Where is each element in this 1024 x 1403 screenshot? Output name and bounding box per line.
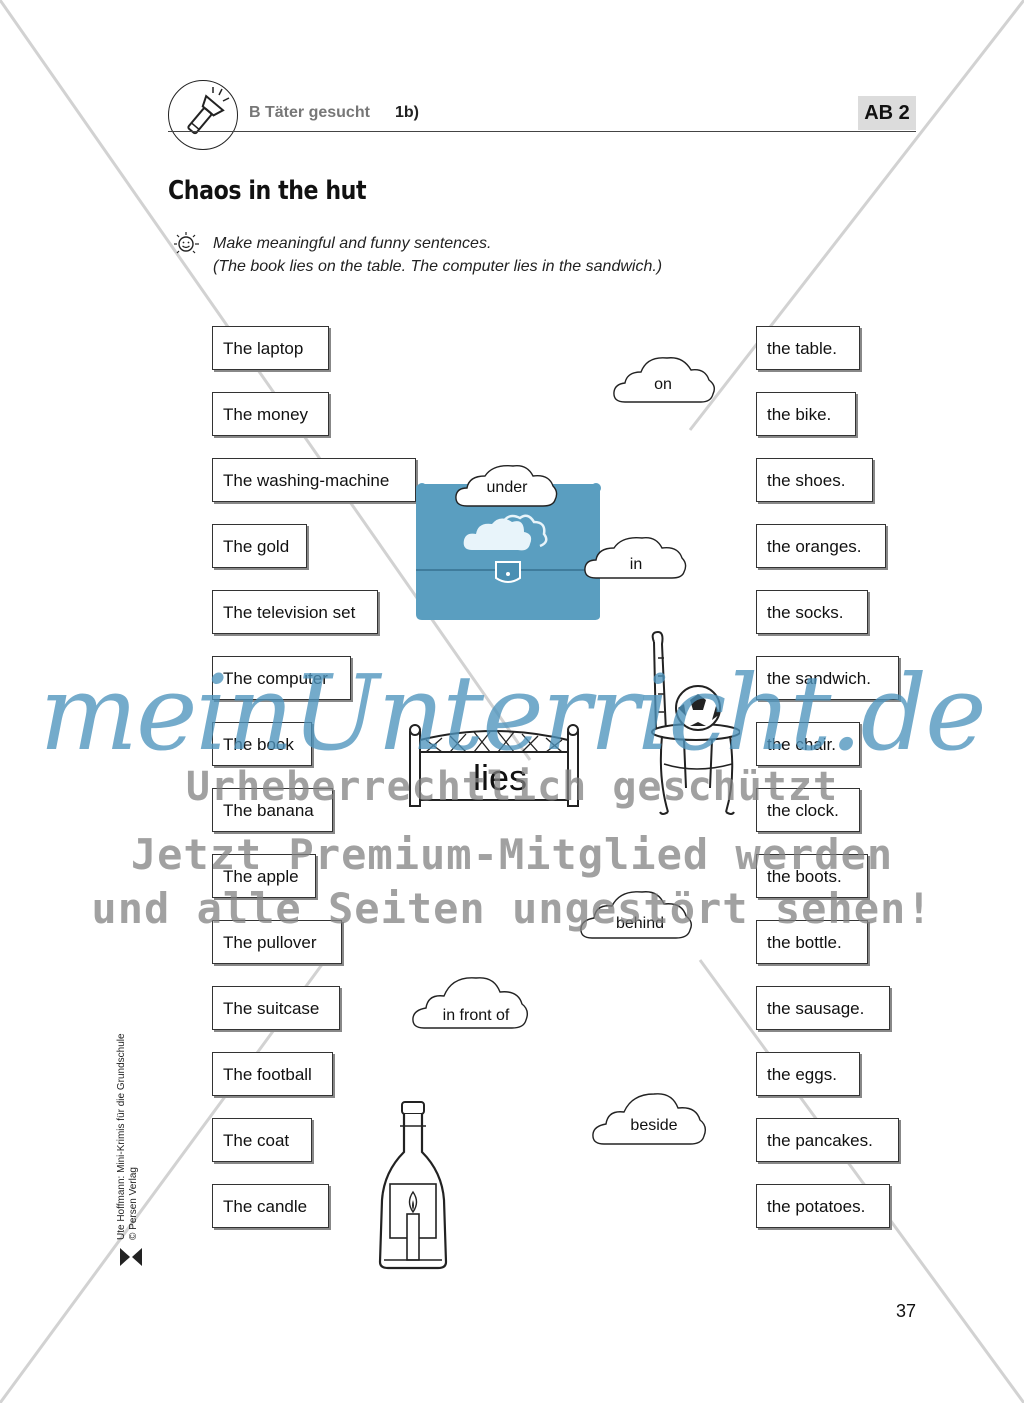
subject-card[interactable]: The book bbox=[212, 722, 312, 766]
credit-line-2: © Persen Verlag bbox=[128, 1167, 139, 1240]
subject-card[interactable]: The pullover bbox=[212, 920, 342, 964]
cloud-in-front-of[interactable]: in front of bbox=[410, 968, 536, 1036]
preposition-in-front-of: in front of bbox=[443, 1007, 510, 1024]
watermark-line-1: Urheberrechtlich geschützt bbox=[185, 764, 839, 810]
subject-card[interactable]: The banana bbox=[212, 788, 333, 832]
chair-with-football-icon bbox=[651, 630, 740, 815]
cloud-behind[interactable]: behind bbox=[578, 884, 700, 946]
object-card[interactable]: the sausage. bbox=[756, 986, 890, 1030]
subject-card[interactable]: The washing-machine bbox=[212, 458, 416, 502]
subject-card[interactable]: The television set bbox=[212, 590, 378, 634]
credit-line-1: Ute Hoffmann: Mini-Krimis für die Grunds… bbox=[116, 1033, 127, 1240]
publisher-credit: Ute Hoffmann: Mini-Krimis für die Grunds… bbox=[116, 1033, 140, 1240]
object-card[interactable]: the bottle. bbox=[756, 920, 868, 964]
header-divider bbox=[168, 131, 916, 132]
subject-card[interactable]: The candle bbox=[212, 1184, 329, 1228]
watermark-brand: meinUnterricht.de bbox=[39, 652, 986, 774]
preposition-beside: beside bbox=[630, 1117, 677, 1134]
page-title: Chaos in the hut bbox=[168, 176, 367, 206]
object-card[interactable]: the boots. bbox=[756, 854, 868, 898]
object-card[interactable]: the clock. bbox=[756, 788, 860, 832]
cloud-under[interactable]: under bbox=[453, 462, 561, 512]
preposition-under: under bbox=[487, 479, 529, 496]
header-task-number: 1b) bbox=[395, 104, 419, 121]
header-section-title: B Täter gesucht bbox=[249, 104, 370, 121]
instruction-line-2: (The book lies on the table. The compute… bbox=[213, 258, 663, 275]
cloud-on[interactable]: on bbox=[611, 350, 719, 410]
object-card[interactable]: the eggs. bbox=[756, 1052, 860, 1096]
watermark-line-2: Jetzt Premium-Mitglied werden bbox=[130, 830, 894, 879]
subject-card[interactable]: The coat bbox=[212, 1118, 312, 1162]
subject-card[interactable]: The laptop bbox=[212, 326, 329, 370]
object-card[interactable]: the shoes. bbox=[756, 458, 873, 502]
bench-icon: lies bbox=[409, 724, 579, 807]
subject-card[interactable]: The computer bbox=[212, 656, 351, 700]
instructions: Make meaningful and funny sentences. (Th… bbox=[213, 232, 662, 278]
object-card[interactable]: the pancakes. bbox=[756, 1118, 899, 1162]
object-card[interactable]: the oranges. bbox=[756, 524, 886, 568]
verb-lies: lies bbox=[473, 757, 527, 798]
subject-card[interactable]: The apple bbox=[212, 854, 316, 898]
watermark-line-3: und alle Seiten ungestört sehen! bbox=[91, 884, 933, 933]
page-number: 37 bbox=[896, 1301, 917, 1321]
sheet-label: AB 2 bbox=[858, 96, 916, 130]
object-card[interactable]: the socks. bbox=[756, 590, 868, 634]
publisher-logo-icon bbox=[120, 1248, 142, 1266]
cloud-in[interactable]: in bbox=[582, 532, 690, 584]
flashlight-icon bbox=[187, 87, 230, 135]
preposition-behind: behind bbox=[616, 915, 664, 932]
flashlight-logo bbox=[168, 80, 238, 150]
object-card[interactable]: the table. bbox=[756, 326, 860, 370]
object-card[interactable]: the sandwich. bbox=[756, 656, 899, 700]
smiley-sun-icon bbox=[174, 232, 199, 254]
subject-card[interactable]: The gold bbox=[212, 524, 307, 568]
preposition-on: on bbox=[654, 376, 672, 393]
suitcase-icon bbox=[416, 483, 601, 620]
object-card[interactable]: the bike. bbox=[756, 392, 856, 436]
subject-card[interactable]: The football bbox=[212, 1052, 333, 1096]
cloud-beside[interactable]: beside bbox=[590, 1086, 714, 1152]
bottle-with-candle-icon bbox=[378, 1101, 448, 1270]
subject-card[interactable]: The money bbox=[212, 392, 329, 436]
instruction-line-1: Make meaningful and funny sentences. bbox=[213, 235, 492, 252]
subject-card[interactable]: The suitcase bbox=[212, 986, 340, 1030]
object-card[interactable]: the potatoes. bbox=[756, 1184, 890, 1228]
object-card[interactable]: the chair. bbox=[756, 722, 860, 766]
preposition-in: in bbox=[630, 556, 642, 573]
